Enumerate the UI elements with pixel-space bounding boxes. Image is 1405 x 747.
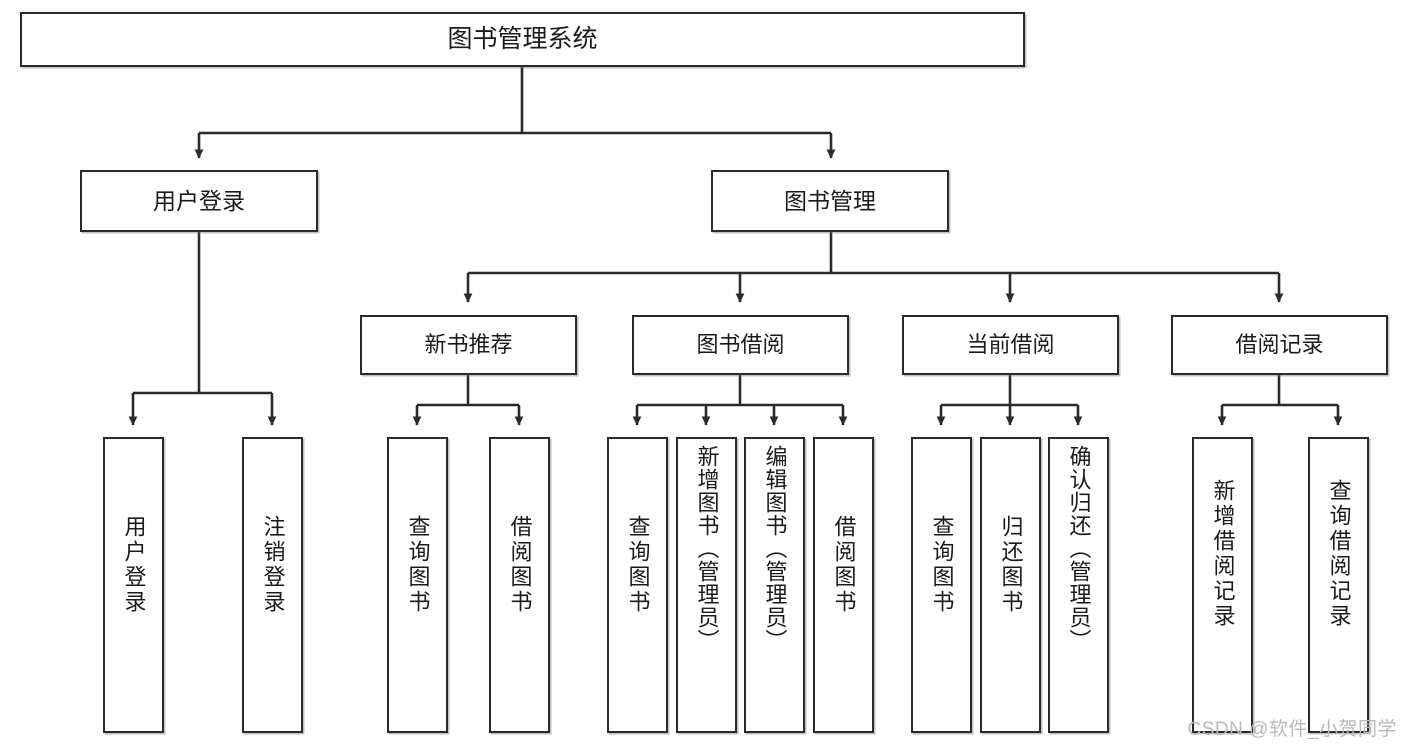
node-leaf-confirm-return-admin-label: 确认归还（管理员）: [1066, 445, 1092, 652]
node-book-management[interactable]: 图书管理: [711, 170, 949, 232]
node-leaf-confirm-return-admin[interactable]: 确认归还（管理员）: [1048, 437, 1109, 733]
node-leaf-query-borrow-record[interactable]: 查询借阅记录: [1308, 437, 1369, 733]
node-leaf-add-borrow-record-label: 新增借阅记录: [1210, 479, 1236, 629]
node-borrow-record-label: 借阅记录: [1235, 332, 1324, 358]
node-leaf-logout-login-label: 注销登录: [260, 515, 286, 615]
node-book-borrow[interactable]: 图书借阅: [632, 315, 849, 375]
node-leaf-query-book-2[interactable]: 查询图书: [607, 437, 668, 733]
node-current-borrow-label: 当前借阅: [966, 332, 1055, 358]
node-leaf-query-book-3[interactable]: 查询图书: [911, 437, 972, 733]
node-leaf-return-book[interactable]: 归还图书: [980, 437, 1041, 733]
node-new-book-recommend[interactable]: 新书推荐: [360, 315, 577, 375]
node-leaf-query-book-2-label: 查询图书: [625, 515, 651, 615]
csdn-watermark: CSDN @软件_小贺同学: [1187, 719, 1397, 740]
node-leaf-return-book-label: 归还图书: [998, 515, 1024, 615]
node-leaf-query-borrow-record-label: 查询借阅记录: [1326, 479, 1352, 629]
node-leaf-user-login-label: 用户登录: [121, 515, 147, 615]
node-leaf-edit-book-admin-label: 编辑图书（管理员）: [762, 445, 788, 652]
node-new-book-recommend-label: 新书推荐: [424, 332, 513, 358]
node-current-borrow[interactable]: 当前借阅: [902, 315, 1119, 375]
node-leaf-query-book-1-label: 查询图书: [405, 515, 431, 615]
node-user-login-label: 用户登录: [153, 187, 245, 214]
node-leaf-add-book-admin-label: 新增图书（管理员）: [694, 445, 720, 652]
node-user-login[interactable]: 用户登录: [80, 170, 318, 232]
node-root-label: 图书管理系统: [447, 24, 598, 53]
node-leaf-edit-book-admin[interactable]: 编辑图书（管理员）: [744, 437, 805, 733]
node-leaf-borrow-book-2-label: 借阅图书: [831, 515, 857, 615]
node-leaf-add-borrow-record[interactable]: 新增借阅记录: [1192, 437, 1253, 733]
node-book-management-label: 图书管理: [784, 187, 876, 214]
node-leaf-logout-login[interactable]: 注销登录: [242, 437, 303, 733]
node-leaf-borrow-book-1-label: 借阅图书: [507, 515, 533, 615]
node-leaf-query-book-1[interactable]: 查询图书: [387, 437, 448, 733]
node-leaf-borrow-book-1[interactable]: 借阅图书: [489, 437, 550, 733]
node-root-book-management-system[interactable]: 图书管理系统: [20, 12, 1025, 67]
node-leaf-borrow-book-2[interactable]: 借阅图书: [813, 437, 874, 733]
node-book-borrow-label: 图书借阅: [696, 332, 785, 358]
node-leaf-user-login[interactable]: 用户登录: [103, 437, 164, 733]
node-borrow-record[interactable]: 借阅记录: [1171, 315, 1388, 375]
node-leaf-add-book-admin[interactable]: 新增图书（管理员）: [676, 437, 737, 733]
node-leaf-query-book-3-label: 查询图书: [929, 515, 955, 615]
